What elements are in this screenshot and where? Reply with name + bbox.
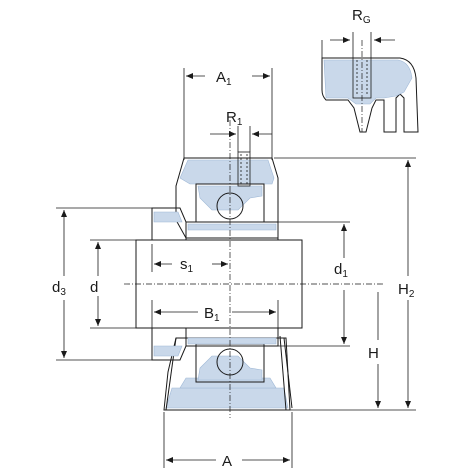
- label-d3: d3: [52, 279, 66, 298]
- locking-collar-bottom-blue: [153, 345, 183, 357]
- inner-ring-bottom-blue: [187, 337, 277, 345]
- label-B1: B1: [204, 305, 220, 324]
- label-H2: H2: [398, 281, 415, 300]
- bearing-insert: [151, 183, 279, 383]
- label-A1: A1: [216, 69, 232, 88]
- dimension-lines: A1 R1 s1 B1 d1: [52, 68, 416, 470]
- inner-ring-top-blue: [187, 223, 277, 231]
- label-R1: R1: [226, 109, 243, 128]
- locking-collar-top: [151, 207, 187, 241]
- label-d1: d1: [334, 261, 348, 280]
- detail-housing: [321, 57, 419, 133]
- detail-housing-blue: [323, 59, 413, 105]
- housing-upper-blue: [179, 159, 275, 185]
- locking-collar-top-blue: [153, 211, 183, 223]
- housing-foot-blue: [165, 387, 289, 409]
- grease-nipple-detail: RG: [321, 7, 419, 133]
- label-H: H: [368, 345, 379, 362]
- label-A: A: [222, 453, 232, 470]
- housing-upper: [175, 157, 279, 239]
- label-s1: s1: [180, 256, 194, 275]
- label-RG: RG: [352, 7, 371, 26]
- label-d: d: [90, 279, 98, 296]
- grease-nipple: [237, 151, 251, 187]
